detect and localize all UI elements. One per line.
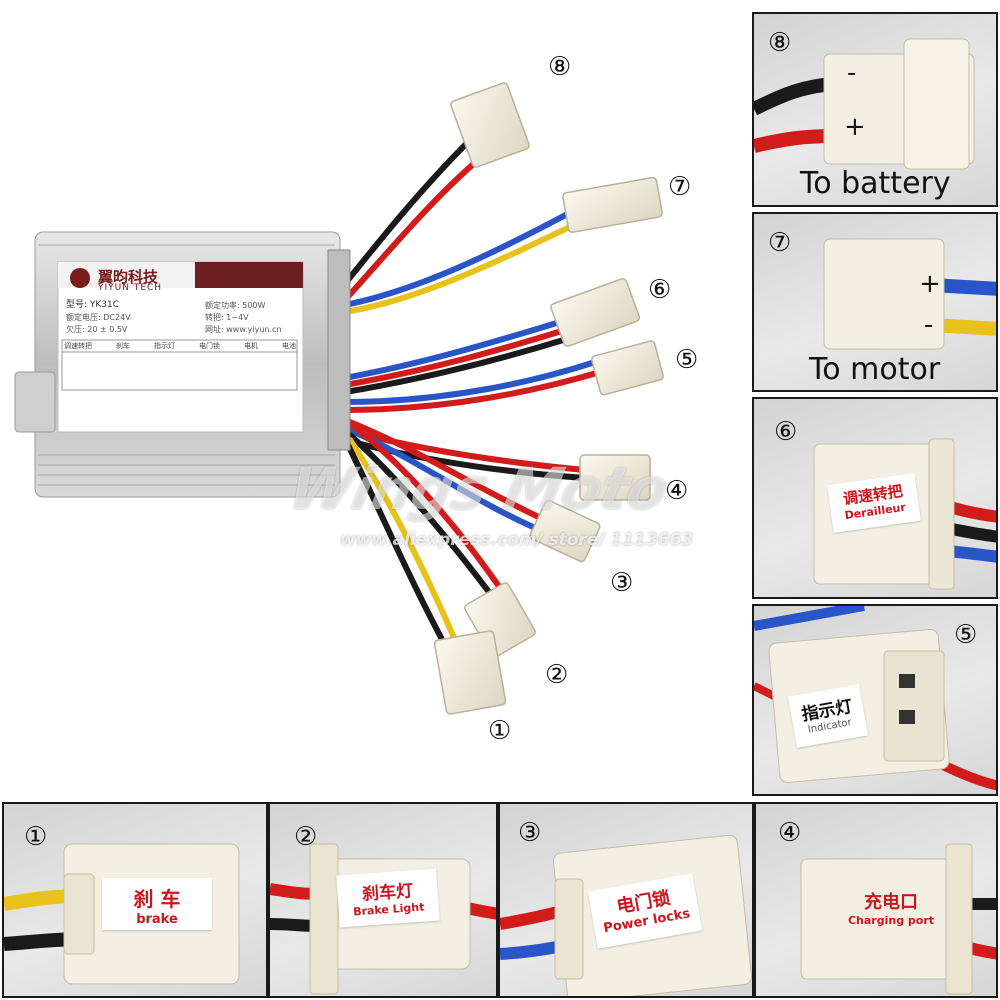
- panel-derailleur: ⑥ 调速转把 Derailleur: [752, 397, 998, 599]
- charging-port-connector-closeup: [800, 843, 996, 995]
- brake-label-cn: 刹 车: [133, 887, 181, 911]
- brake-light-label: 刹车灯 Brake Light: [336, 868, 440, 928]
- panel-motor-caption: To motor: [809, 352, 941, 387]
- watermark-brand: Wings Moto: [282, 455, 674, 523]
- spec-power: 额定功率: 500W: [205, 301, 266, 310]
- wire-harness: [337, 137, 603, 648]
- panel-power-locks-number: ③: [518, 818, 542, 848]
- charging-port-label-en: Charging port: [847, 914, 935, 927]
- header-battery: 电池: [282, 342, 296, 350]
- spec-table-headers: 调速转把 刹车 指示灯 电门锁 电机 电池: [64, 341, 296, 351]
- header-power-lock: 电门锁: [199, 342, 220, 350]
- marker-1: ①: [488, 716, 512, 746]
- battery-minus-sign: -: [847, 58, 857, 88]
- panel-motor-number: ⑦: [768, 228, 792, 258]
- motor-plus-sign: +: [919, 269, 941, 299]
- panel-battery: ⑧ - + To battery: [752, 12, 998, 207]
- spec-throttle: 转把: 1~4V: [205, 313, 249, 322]
- battery-plus-sign: +: [844, 112, 866, 142]
- controller-photo: 翼昀科技 YIYUN TECH 型号: YK31C 额定电压: DC24V 欠压…: [14, 52, 699, 746]
- marker-3: ③: [610, 568, 634, 598]
- panel-indicator: ⑤ 指示灯 Indicator: [752, 604, 998, 796]
- controller-illustration: [14, 82, 664, 715]
- brand-cn: 翼昀科技: [98, 268, 159, 286]
- header-brake: 刹车: [116, 342, 130, 350]
- motor-minus-sign: -: [924, 310, 934, 340]
- spec-voltage: 额定电压: DC24V: [66, 313, 131, 322]
- indicator-connector: [591, 340, 664, 396]
- panel-charging-port: ④ 充电口 Charging port: [754, 802, 998, 998]
- brake-label: 刹 车 brake: [102, 878, 212, 930]
- motor-connector: [562, 176, 663, 233]
- panel-brake: ① 刹 车 brake: [2, 802, 268, 998]
- panel-derailleur-number: ⑥: [774, 417, 798, 447]
- panel-brake-light: ② 刹车灯 Brake Light: [268, 802, 498, 998]
- panel-battery-number: ⑧: [768, 28, 792, 58]
- battery-connector-closeup: [754, 38, 975, 170]
- marker-7: ⑦: [668, 172, 692, 202]
- header-indicator: 指示灯: [154, 342, 175, 350]
- marker-8: ⑧: [548, 52, 572, 82]
- panel-power-locks: ③ 电门锁 Power locks: [498, 802, 754, 998]
- brake-label-en: brake: [136, 912, 178, 927]
- panel-battery-caption: To battery: [800, 166, 951, 201]
- battery-connector: [450, 82, 530, 168]
- spec-website: 网址: www.yiyun.cn: [205, 325, 282, 334]
- charging-port-label: 充电口 Charging port: [840, 884, 942, 936]
- header-throttle: 调速转把: [64, 342, 92, 350]
- charging-port-connector: [579, 454, 651, 501]
- connectors: [433, 82, 664, 715]
- marker-2: ②: [545, 660, 569, 690]
- marker-6: ⑥: [648, 275, 672, 305]
- brake-connector: [433, 630, 507, 715]
- marker-5: ⑤: [675, 345, 699, 375]
- derailleur-connector: [550, 278, 641, 347]
- marker-4: ④: [665, 476, 689, 506]
- watermark-url: www.aliexpress.com/ store/ 1113663: [340, 530, 694, 550]
- spec-undervoltage: 欠压: 20 ± 0.5V: [66, 325, 128, 334]
- model-label: 型号: YK31C: [66, 300, 120, 310]
- power-lock-connector: [529, 499, 601, 563]
- controller-box: [14, 231, 351, 498]
- motor-connector-closeup: [823, 238, 996, 350]
- panel-brake-light-number: ②: [294, 822, 318, 852]
- charging-port-label-cn: 充电口: [864, 892, 918, 913]
- panel-brake-number: ①: [24, 822, 48, 852]
- panel-motor: ⑦ + - To motor: [752, 212, 998, 392]
- panel-charging-port-number: ④: [778, 818, 802, 848]
- brand-en: YIYUN TECH: [98, 283, 163, 293]
- panel-indicator-number: ⑤: [954, 620, 978, 650]
- header-motor: 电机: [244, 342, 258, 350]
